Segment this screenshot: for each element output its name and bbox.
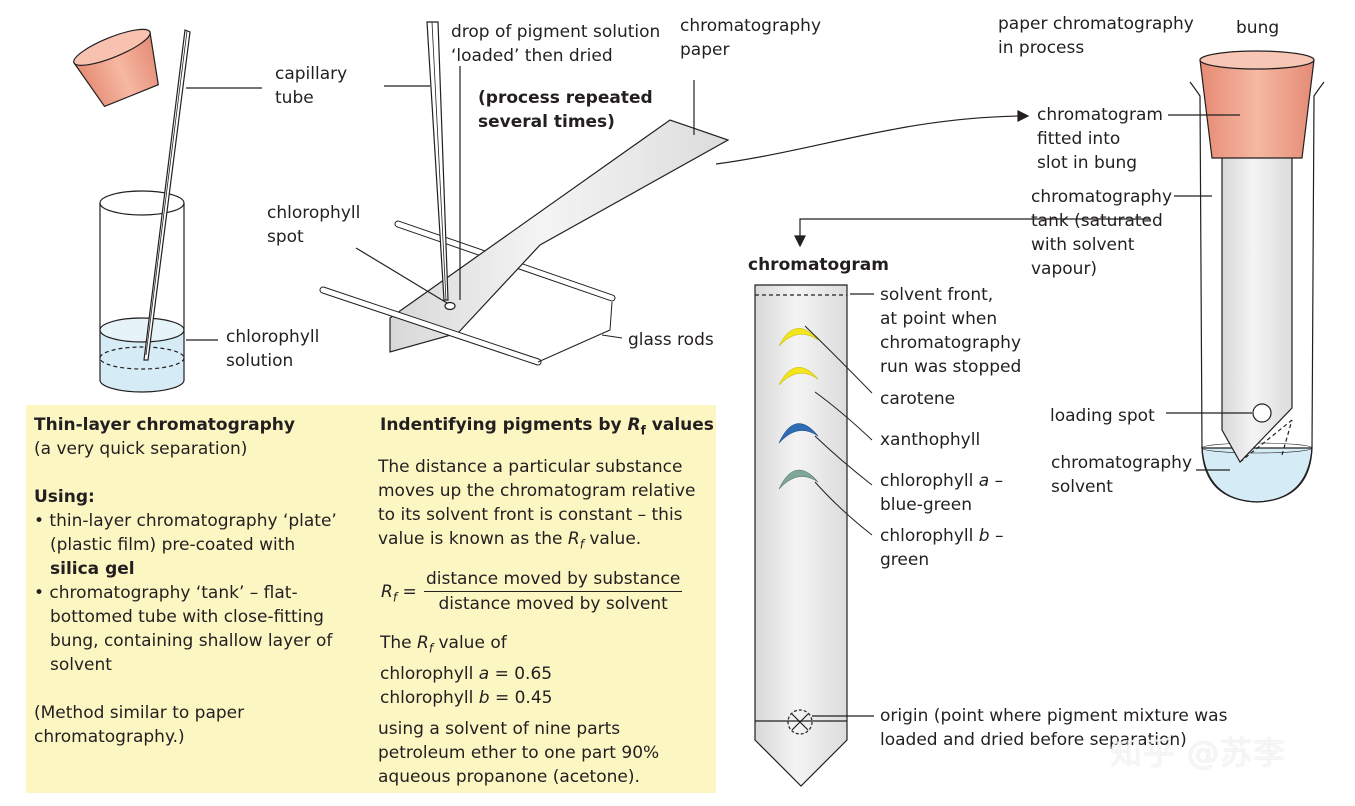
rf-formula-lhs: Rf = bbox=[381, 582, 417, 605]
bullet-plate: • thin-layer chromatography ‘plate’ (pla… bbox=[34, 511, 337, 579]
tlc-title: Thin-layer chromatography bbox=[34, 415, 295, 435]
pigment-leaders bbox=[804, 325, 873, 536]
chromatography-tank bbox=[794, 50, 1325, 503]
watermark: 知乎 @苏李 bbox=[1110, 734, 1287, 772]
chromatogram-title: chromatogram bbox=[748, 255, 889, 275]
chlorophyll-a-band bbox=[778, 423, 819, 444]
rf-values: chlorophyll a = 0.65 chlorophyll b = 0.4… bbox=[380, 664, 553, 708]
chlorophyll-b-label: chlorophyll b – green bbox=[880, 526, 1004, 570]
loading-spot-label: loading spot bbox=[1050, 406, 1155, 426]
carotene-label: carotene bbox=[880, 389, 956, 409]
pigment-bands bbox=[778, 328, 819, 490]
rf-heading: Indentifying pigments by Rf values bbox=[380, 415, 714, 438]
info-box: Thin-layer chromatography (a very quick … bbox=[26, 405, 716, 793]
carotene-band bbox=[778, 328, 819, 347]
chlorophyll-a-label: chlorophyll a – blue-green bbox=[880, 471, 1004, 515]
tlc-subtitle: (a very quick separation) bbox=[34, 439, 248, 459]
rf-value-intro: The Rf value of bbox=[380, 633, 507, 656]
paper-on-glass-rods bbox=[319, 21, 1030, 366]
drop-label: drop of pigment solution‘loaded’ then dr… bbox=[451, 22, 661, 66]
rf-paragraph: The distance a particular substance move… bbox=[378, 457, 696, 552]
xanthophyll-label: xanthophyll bbox=[880, 430, 981, 450]
solvent-note: using a solvent of nine parts petroleum … bbox=[378, 719, 660, 787]
beaker-with-capillary bbox=[72, 28, 262, 393]
bung-label: bung bbox=[1236, 18, 1280, 38]
bullet-tank: • chromatography ‘tank’ – flat- bottomed… bbox=[34, 583, 333, 675]
chromatogram-strip bbox=[754, 284, 874, 787]
xanthophyll-band bbox=[778, 367, 819, 386]
chlorophyll-b-band bbox=[778, 469, 819, 490]
rf-formula-fraction: distance moved by substance distance mov… bbox=[424, 569, 683, 614]
using-heading: Using: bbox=[34, 487, 95, 507]
glass-rods-label: glass rods bbox=[628, 330, 714, 350]
loose-bung bbox=[72, 28, 159, 108]
